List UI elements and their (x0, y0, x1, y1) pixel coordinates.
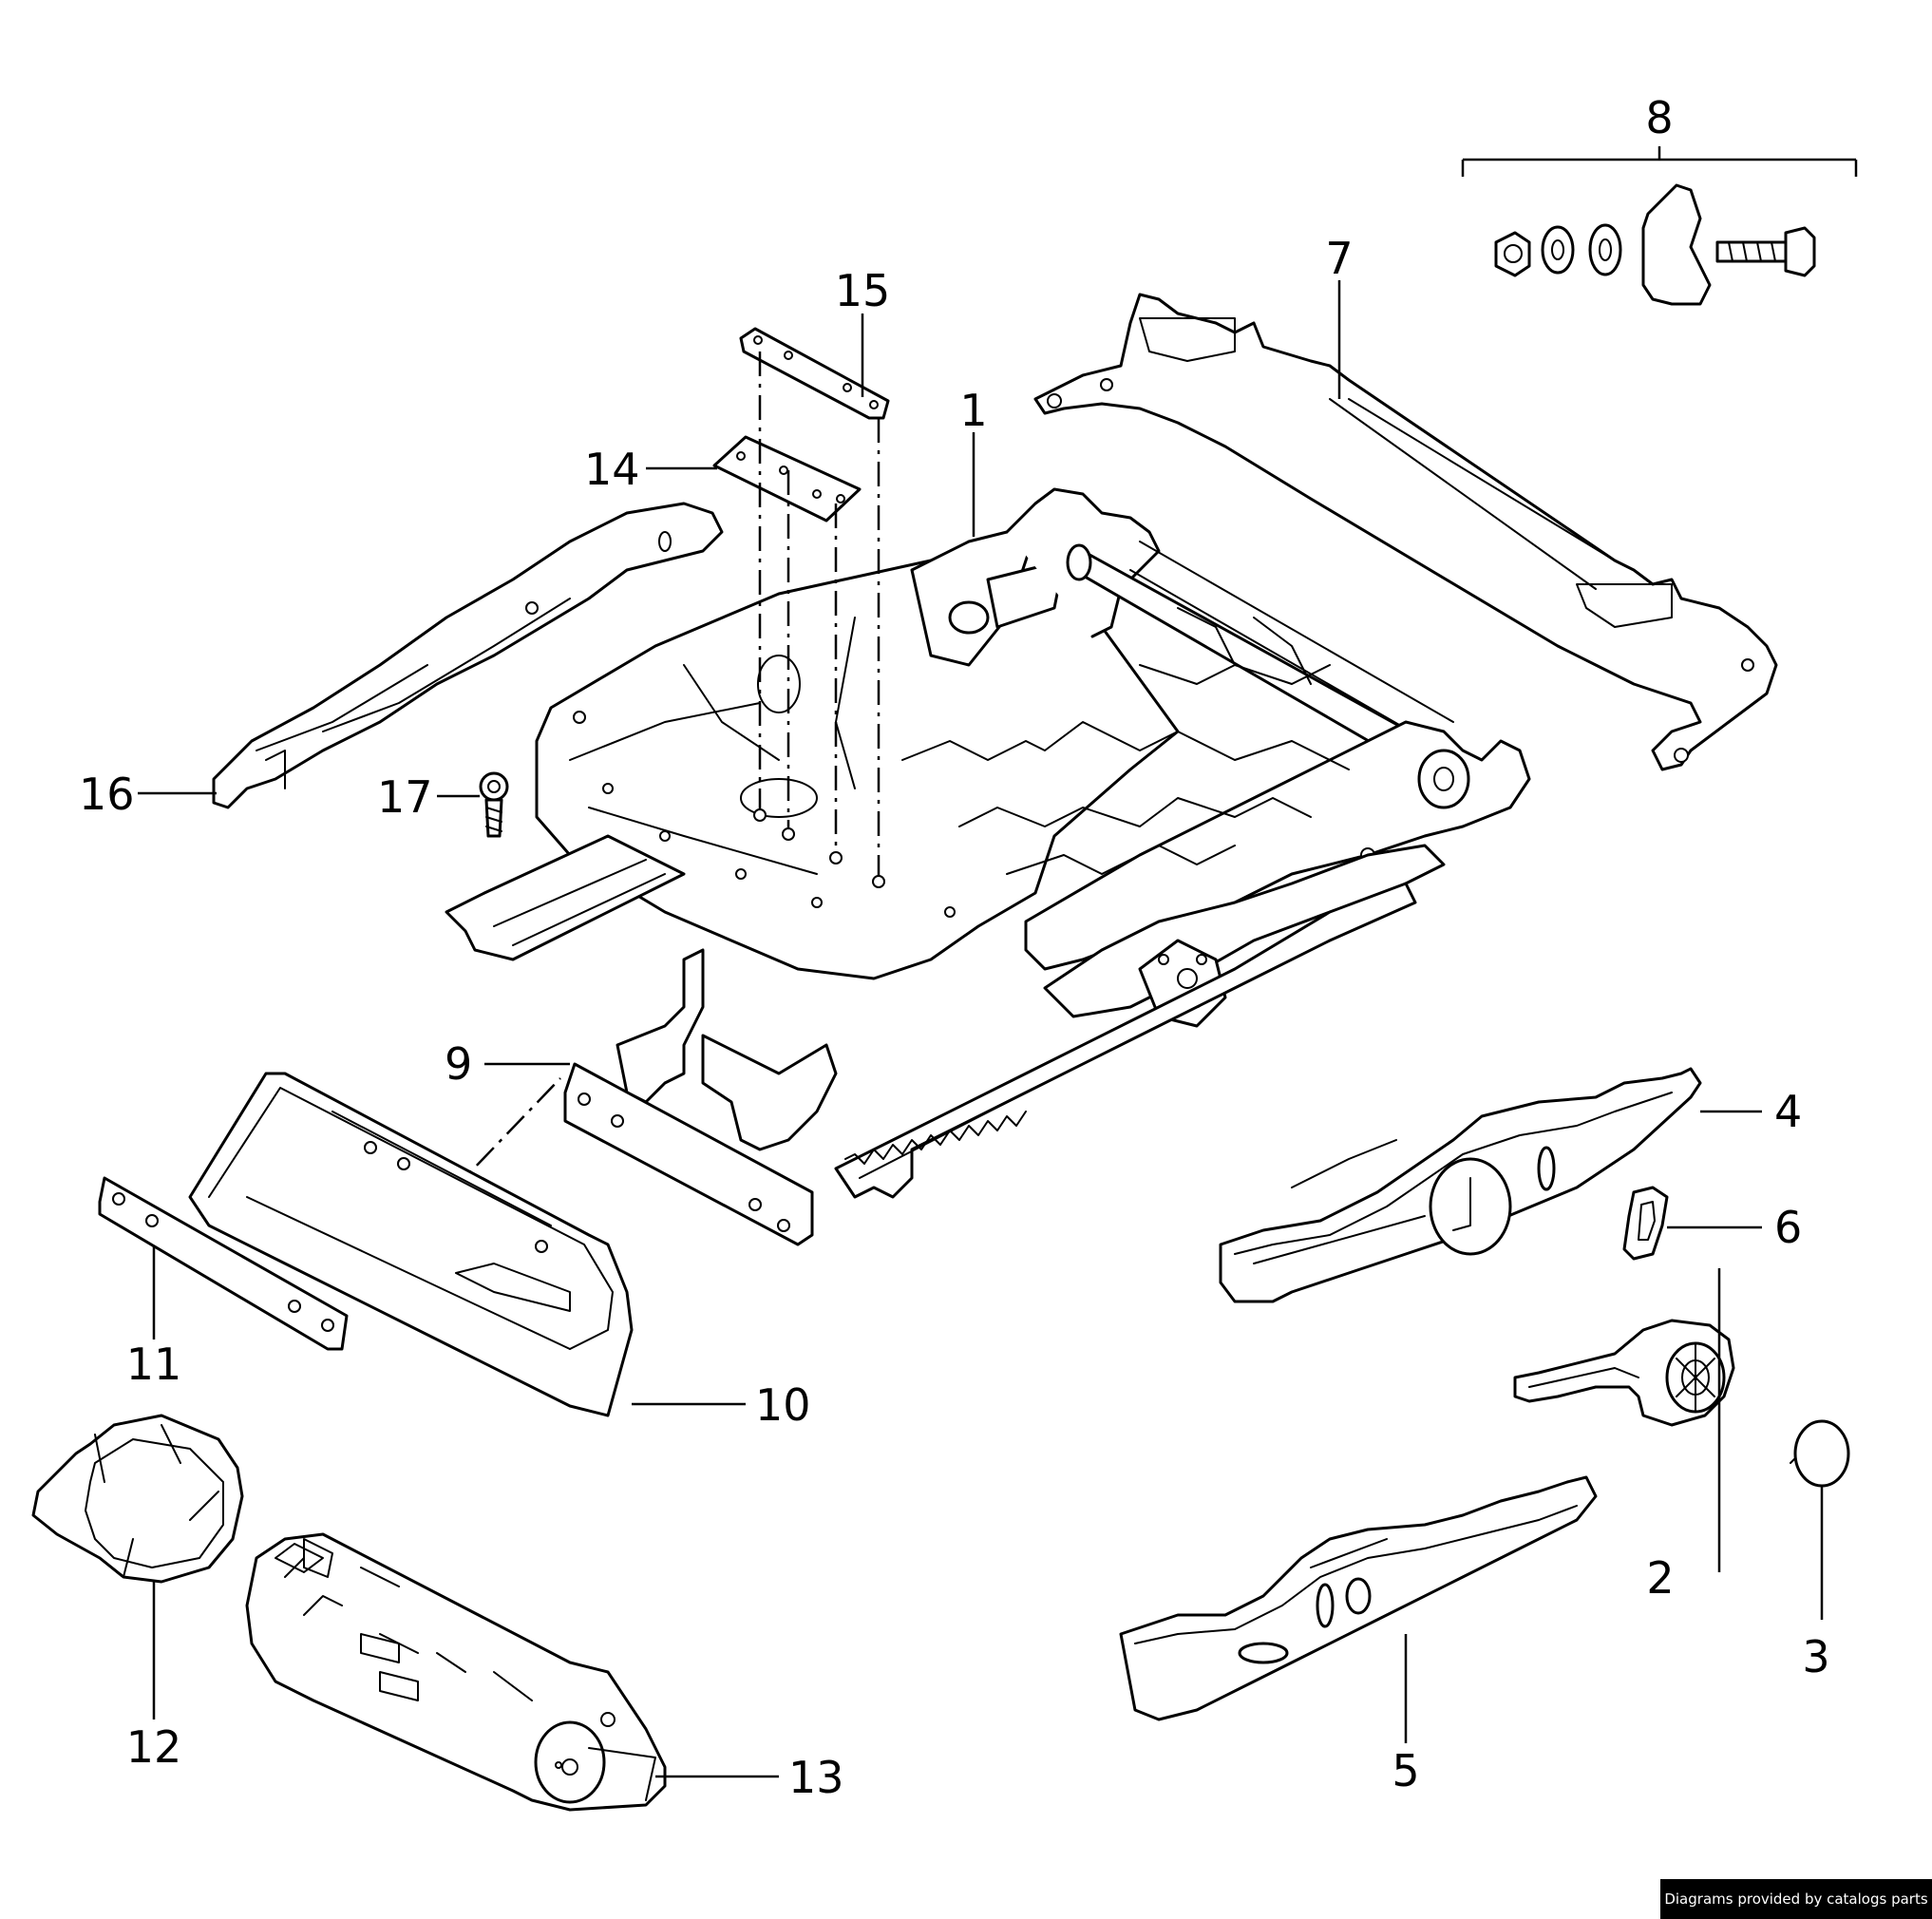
callout-6: 6 (1774, 1202, 1802, 1253)
callout-9: 9 (445, 1038, 472, 1090)
part-5-lower-cover[interactable] (1119, 1475, 1598, 1721)
part-12-clamp[interactable] (31, 1414, 244, 1584)
part-7-crossmember[interactable] (1033, 293, 1778, 771)
credit-banner: Diagrams provided by catalogs parts (1660, 1879, 1932, 1919)
callout-labels: 1 2 3 4 5 6 7 8 9 10 11 12 13 14 15 16 1… (79, 92, 1830, 1803)
part-11-strip[interactable] (98, 1176, 349, 1351)
callout-17: 17 (377, 771, 433, 823)
part-1-seat-frame[interactable] (445, 487, 1531, 1199)
part-8-bolt-kit[interactable] (1461, 146, 1858, 306)
callout-16: 16 (79, 769, 135, 820)
callout-10: 10 (755, 1379, 811, 1431)
callout-5: 5 (1392, 1745, 1419, 1796)
callout-7: 7 (1325, 233, 1353, 284)
part-16-side-trim[interactable] (212, 502, 724, 809)
callout-12: 12 (126, 1721, 182, 1773)
callout-13: 13 (788, 1752, 844, 1803)
callout-15: 15 (835, 265, 891, 316)
callout-1: 1 (959, 385, 987, 436)
callout-11: 11 (126, 1339, 182, 1390)
callout-2: 2 (1646, 1552, 1674, 1604)
part-15-plate[interactable] (739, 327, 890, 420)
part-2-lever[interactable] (1513, 1319, 1735, 1427)
alignment-lines (445, 352, 881, 1198)
part-9-bracket-strip[interactable] (563, 1062, 814, 1246)
plate-mount-holes (753, 808, 885, 888)
part-6-grommet[interactable] (1622, 1186, 1669, 1261)
part-13-cylinder[interactable] (245, 1532, 667, 1812)
callout-8: 8 (1645, 92, 1673, 143)
part-17-screw[interactable] (479, 771, 509, 838)
callout-4: 4 (1774, 1086, 1802, 1137)
callout-3: 3 (1802, 1631, 1829, 1682)
callout-14: 14 (584, 444, 640, 495)
leader-lines (138, 280, 1824, 1778)
part-10-tray[interactable] (188, 1072, 634, 1417)
part-3-cap[interactable] (1790, 1419, 1850, 1488)
part-14-plate[interactable] (712, 435, 862, 522)
part-4-side-cover[interactable] (1219, 1067, 1702, 1303)
